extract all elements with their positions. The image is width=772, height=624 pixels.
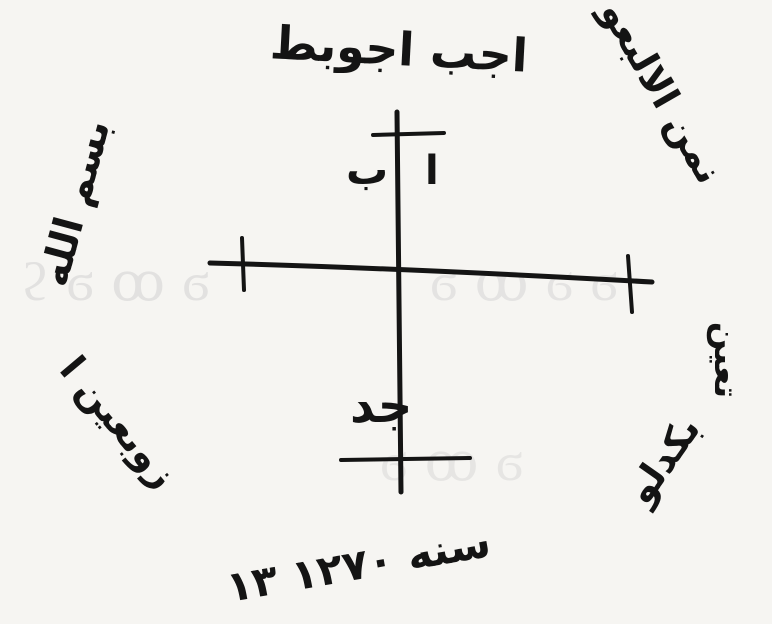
horizontal-axis-line (210, 263, 652, 282)
vertical-axis-line (397, 112, 401, 492)
right-end-tick (628, 256, 632, 312)
quadrant-label-top-left: ب (346, 145, 388, 194)
bottom-crossbar (341, 458, 470, 460)
left-end-tick (242, 238, 244, 290)
quadrant-label-bottom: جد (350, 378, 412, 434)
quadrant-label-top-right: ا (425, 148, 439, 194)
top-crossbar (373, 133, 444, 135)
right-middle-inscription: تعين (706, 322, 746, 398)
